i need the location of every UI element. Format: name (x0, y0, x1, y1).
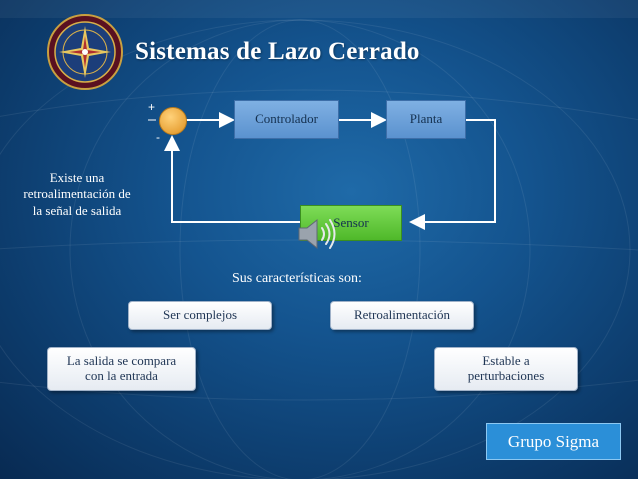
summing-junction (159, 107, 187, 135)
feedback-note-line-2: retroalimentación de (23, 186, 131, 202)
characteristic-output-compared: La salida se compara con la entrada (47, 347, 196, 391)
plant-block: Planta (386, 100, 466, 139)
characteristic-complex: Ser complejos (128, 301, 272, 330)
characteristic-feedback: Retroalimentación (330, 301, 474, 330)
feedback-note-line-1: Existe una (49, 170, 105, 185)
characteristics-heading: Sus características son: (232, 271, 362, 286)
sensor-block: Sensor (300, 205, 402, 241)
slide-title: Sistemas de Lazo Cerrado (135, 38, 420, 65)
characteristic-stable: Estable a perturbaciones (434, 347, 578, 391)
controller-block: Controlador (234, 100, 339, 139)
speaker-icon[interactable] (296, 217, 340, 251)
feedback-note: Existe una retroalimentación de la señal… (2, 170, 152, 219)
group-badge: Grupo Sigma (486, 423, 621, 460)
plus-sign: + (148, 100, 156, 114)
feedback-note-line-3: la señal de salida (32, 202, 122, 218)
logo-emblem-icon (47, 14, 123, 90)
minus-sign: - (156, 130, 160, 144)
